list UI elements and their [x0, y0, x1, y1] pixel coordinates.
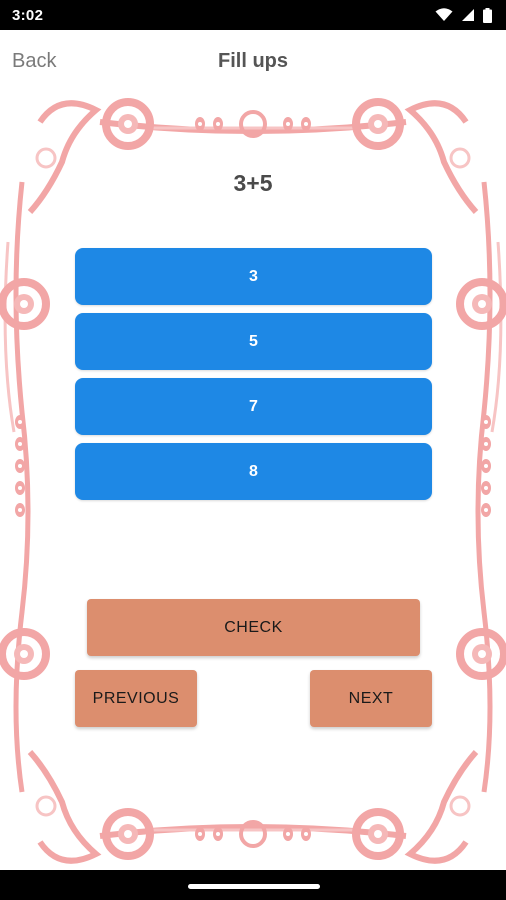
page-title: Fill ups	[218, 50, 288, 72]
option-button[interactable]: 3	[75, 248, 432, 305]
option-button[interactable]: 5	[75, 313, 432, 370]
option-button[interactable]: 8	[75, 443, 432, 500]
next-button[interactable]: NEXT	[310, 670, 432, 727]
navigation-bar	[0, 870, 506, 900]
wifi-icon	[435, 8, 453, 21]
home-gesture-handle[interactable]	[188, 884, 320, 889]
status-time: 3:02	[12, 6, 44, 24]
status-bar: 3:02	[0, 0, 506, 30]
status-icons	[435, 7, 492, 23]
question-text: 3+5	[233, 170, 273, 196]
option-button[interactable]: 7	[75, 378, 432, 435]
previous-button[interactable]: PREVIOUS	[75, 670, 197, 727]
app-bar: Fill ups Back	[0, 30, 506, 94]
check-button[interactable]: CHECK	[87, 599, 420, 656]
battery-icon	[483, 7, 492, 23]
back-button[interactable]: Back	[12, 50, 57, 72]
signal-icon	[462, 9, 474, 21]
